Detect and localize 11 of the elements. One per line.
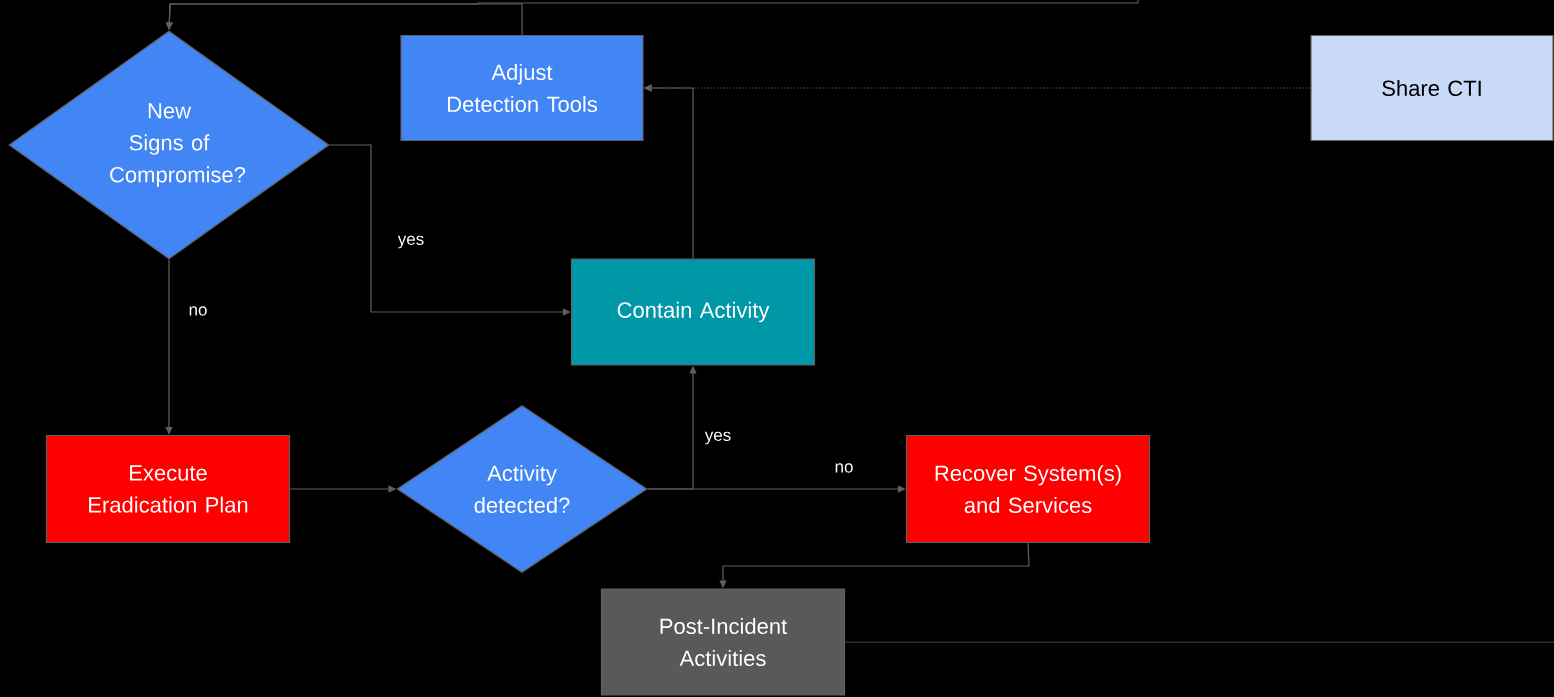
process-box: Post-Incident Activities bbox=[600, 588, 846, 696]
edge-label: no bbox=[189, 306, 207, 316]
process-box: Share CTI bbox=[1310, 34, 1554, 142]
edge-label: yes bbox=[704, 431, 731, 445]
edge-label: yes bbox=[397, 235, 424, 249]
edge-label: no bbox=[835, 463, 853, 473]
process-box: Execute Eradication Plan bbox=[45, 434, 291, 544]
process-box: Recover System(s) and Services bbox=[905, 434, 1151, 544]
process-box: Contain Activity bbox=[570, 258, 816, 366]
process-box: Adjust Detection Tools bbox=[400, 34, 644, 142]
connector-line bbox=[844, 641, 1554, 643]
